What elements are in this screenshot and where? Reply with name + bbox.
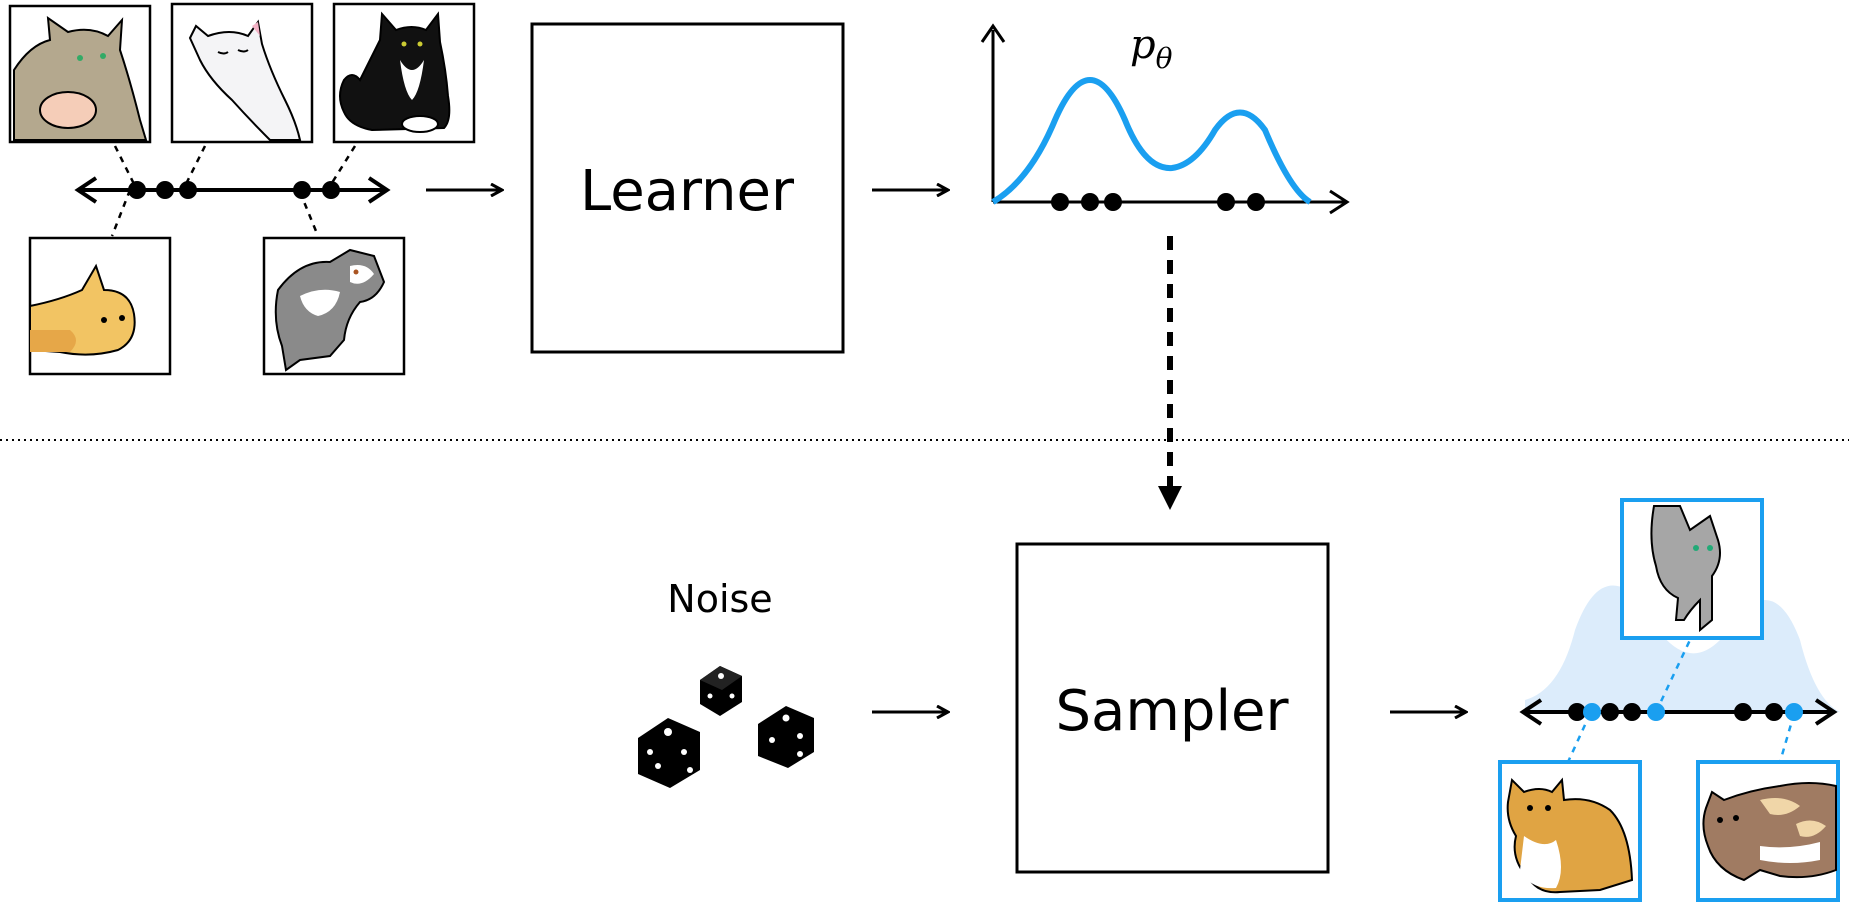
training-image-5 (262, 236, 406, 376)
data-point (179, 181, 197, 199)
sample-latent-axis (1519, 698, 1838, 726)
training-connectors (110, 145, 357, 237)
data-point (1623, 703, 1641, 721)
sample-point (1583, 703, 1601, 721)
training-image-1 (8, 4, 152, 144)
data-point (1568, 703, 1586, 721)
generated-samples-panel (1498, 498, 1840, 902)
sample-point (1785, 703, 1803, 721)
data-point (1104, 193, 1122, 211)
sampler-box: Sampler (1015, 542, 1330, 874)
cat-icon (1506, 777, 1634, 894)
cat-icon (1650, 505, 1721, 633)
sample-point (1647, 703, 1665, 721)
die-small (700, 666, 742, 716)
learner-label: Learner (580, 159, 795, 224)
data-point (1601, 703, 1619, 721)
data-point (322, 181, 340, 199)
die-right (758, 706, 814, 768)
sampler-label: Sampler (1056, 679, 1290, 744)
data-point (1765, 703, 1783, 721)
density-label: pθ (1130, 22, 1173, 75)
data-point (293, 181, 311, 199)
learner-box: Learner (530, 22, 845, 354)
density-to-sampler-arrow (1158, 236, 1182, 510)
cat-icon (1702, 782, 1837, 882)
data-point (1081, 193, 1099, 211)
generated-image-1 (1620, 498, 1764, 640)
data-point (156, 181, 174, 199)
cat-icon (13, 15, 148, 141)
data-point (1247, 193, 1265, 211)
noise-label: Noise (667, 577, 772, 621)
cat-icon (29, 263, 136, 356)
generated-image-3 (1696, 760, 1840, 902)
data-point (128, 181, 146, 199)
training-image-3 (332, 2, 476, 144)
training-data-panel (8, 2, 476, 376)
data-point (1051, 193, 1069, 211)
training-latent-axis (74, 176, 391, 204)
cat-icon (339, 11, 451, 133)
training-image-2 (170, 2, 314, 144)
data-point (1734, 703, 1752, 721)
data-point (1217, 193, 1235, 211)
training-image-4 (28, 236, 172, 376)
cat-icon (188, 19, 302, 141)
cat-icon (274, 248, 386, 372)
generated-image-2 (1498, 760, 1642, 902)
learned-density-plot: pθ (980, 22, 1350, 215)
density-curve (991, 77, 1312, 205)
sample-connectors (1566, 639, 1796, 763)
dice-icon (638, 666, 814, 788)
die-large (638, 718, 700, 788)
